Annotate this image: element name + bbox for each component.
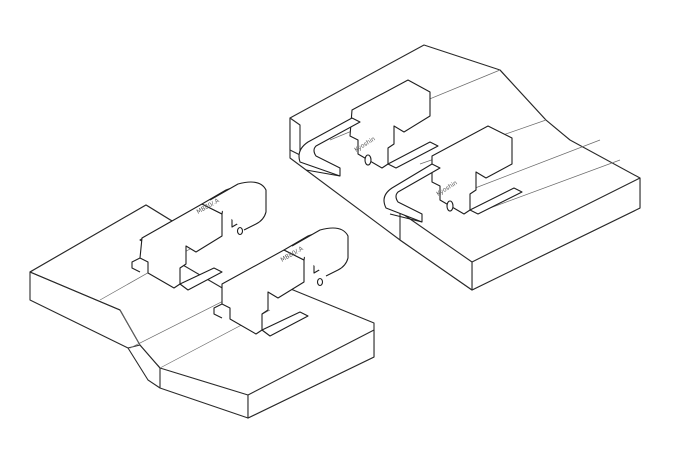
right-clip-1: Kyoshin [298,79,439,177]
left-clip-2: MB80/.A [213,227,349,337]
right-clip-2: Kyoshin [383,125,523,223]
left-base-plate [29,204,375,419]
left-clip-1: MB80/.A [131,181,267,291]
